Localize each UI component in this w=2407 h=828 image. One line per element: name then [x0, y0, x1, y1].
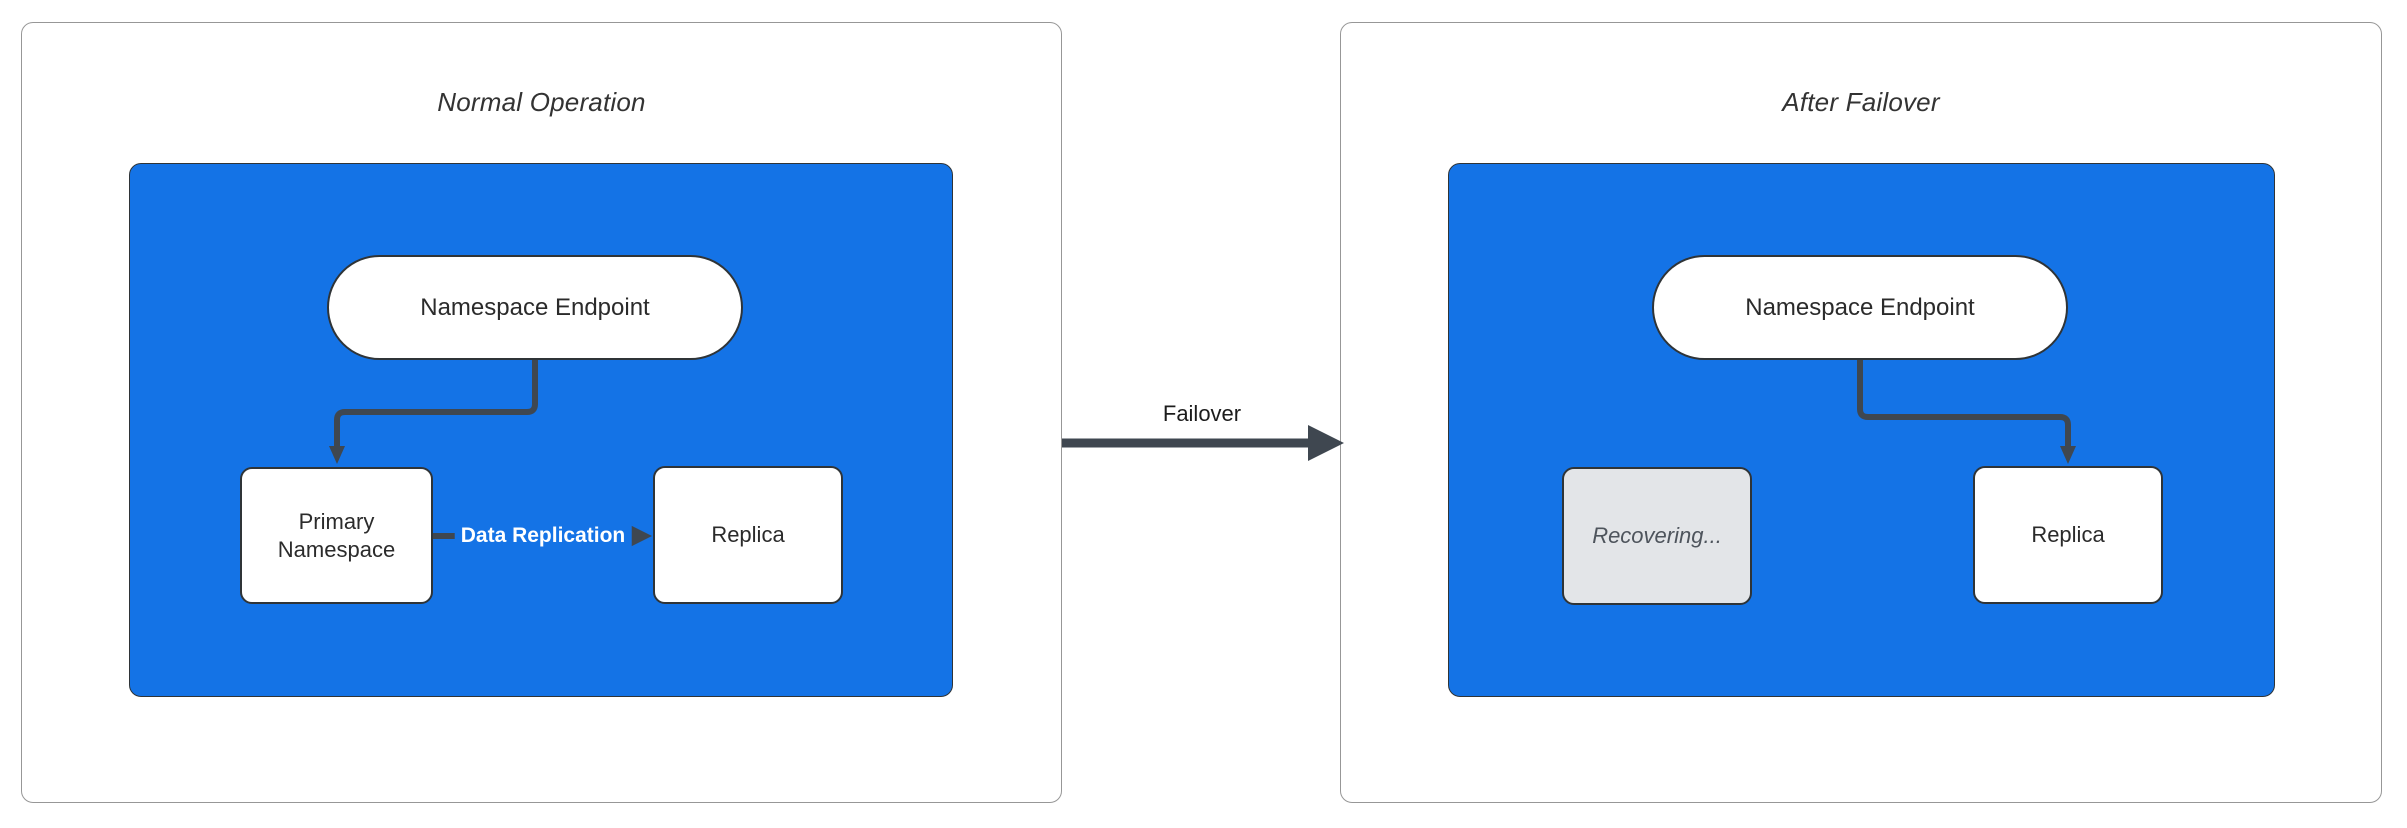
- normal-operation-title: Normal Operation: [437, 87, 646, 117]
- namespace-endpoint-node-left: Namespace Endpoint: [327, 255, 743, 360]
- after-failover-title: After Failover: [1782, 87, 1940, 117]
- primary-namespace-node: Primary Namespace: [240, 467, 433, 604]
- failover-arrow: [1062, 425, 1344, 461]
- namespace-endpoint-node-right: Namespace Endpoint: [1652, 255, 2068, 360]
- recovering-node: Recovering...: [1562, 467, 1752, 605]
- replica-node-right: Replica: [1973, 466, 2163, 604]
- replica-node-left: Replica: [653, 466, 843, 604]
- after-failover-cluster: [1448, 163, 2275, 697]
- failover-label: Failover: [1158, 401, 1246, 427]
- normal-operation-cluster: [129, 163, 953, 697]
- data-replication-label: Data Replication: [454, 522, 632, 550]
